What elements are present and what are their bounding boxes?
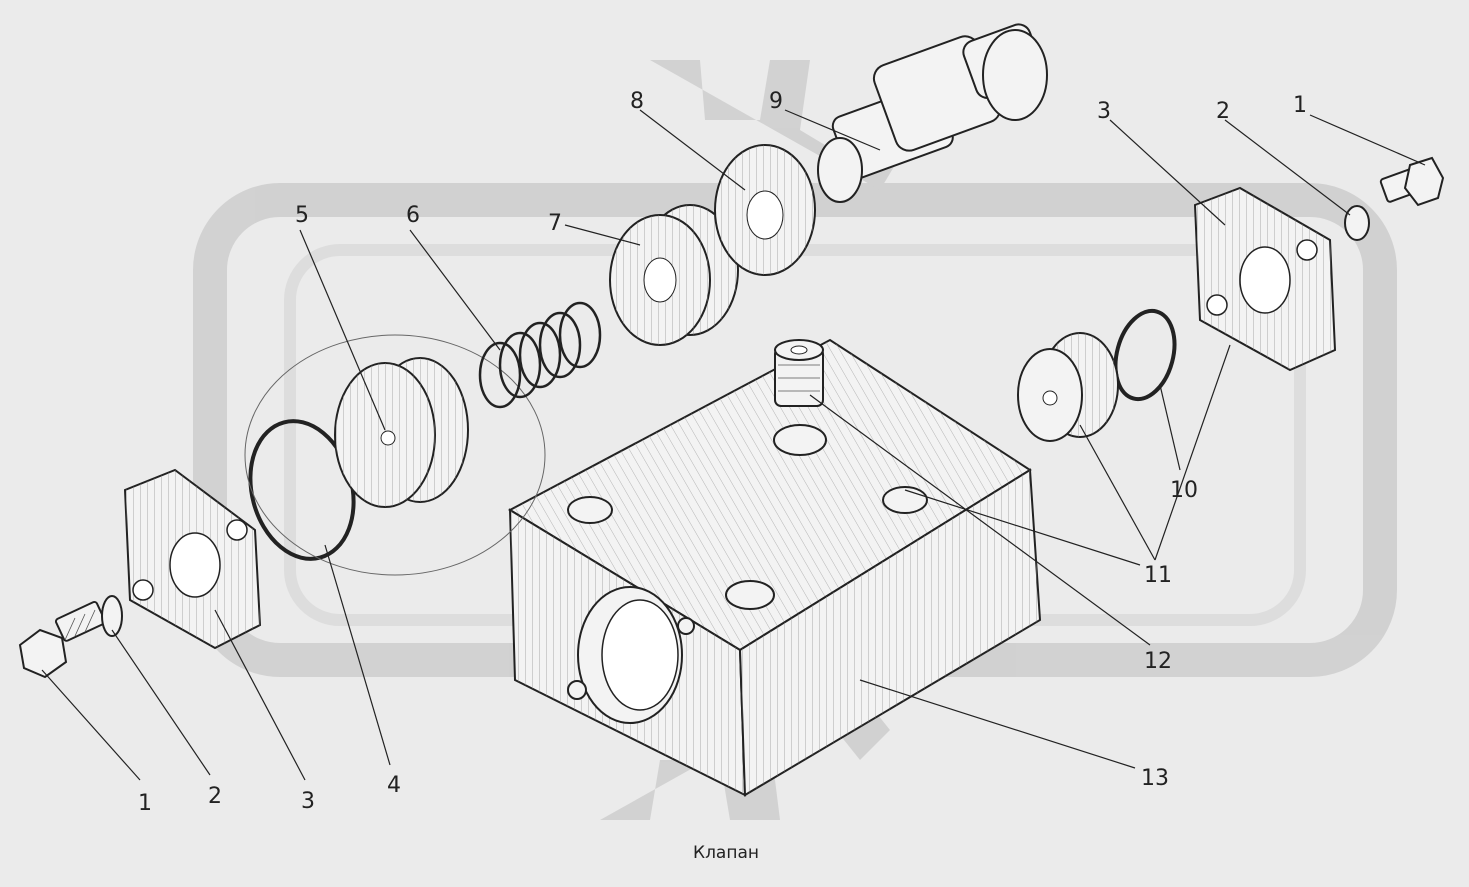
callout-1-left: 1 <box>138 791 152 816</box>
spring-washer <box>609 204 739 346</box>
callout-labels: 1 2 3 4 5 6 7 8 9 3 2 1 10 11 12 13 <box>138 89 1307 816</box>
leader-lines <box>41 109 1426 781</box>
callout-2-left: 2 <box>208 784 222 809</box>
bolt-left <box>18 600 106 679</box>
spring <box>478 301 602 409</box>
callout-5: 5 <box>295 203 309 228</box>
callout-3-right: 3 <box>1097 99 1111 124</box>
flat-washer <box>714 144 816 276</box>
figure-caption: Клапан <box>693 843 759 863</box>
valve-stem <box>817 23 1048 203</box>
callout-10: 10 <box>1170 478 1198 503</box>
callout-4: 4 <box>387 773 401 798</box>
retaining-ring <box>1113 308 1177 402</box>
lock-washer-left <box>101 595 123 637</box>
plug-screw <box>774 339 824 407</box>
callout-11: 11 <box>1144 563 1172 588</box>
callout-9: 9 <box>769 89 783 114</box>
detail-outline <box>244 334 546 576</box>
lock-washer-right <box>1344 205 1370 241</box>
piston <box>334 357 469 508</box>
callout-13: 13 <box>1141 766 1169 791</box>
poppet <box>1017 332 1119 442</box>
callout-7: 7 <box>548 211 562 236</box>
cover-plate-right <box>1193 186 1337 372</box>
callout-12: 12 <box>1144 649 1172 674</box>
callout-1-right: 1 <box>1293 93 1307 118</box>
cover-plate-left <box>123 468 262 650</box>
callout-8: 8 <box>630 89 644 114</box>
callout-2-right: 2 <box>1216 99 1230 124</box>
bolt-right <box>1379 156 1445 207</box>
valve-housing <box>507 338 1042 797</box>
callout-6: 6 <box>406 203 420 228</box>
callout-3-left: 3 <box>301 789 315 814</box>
